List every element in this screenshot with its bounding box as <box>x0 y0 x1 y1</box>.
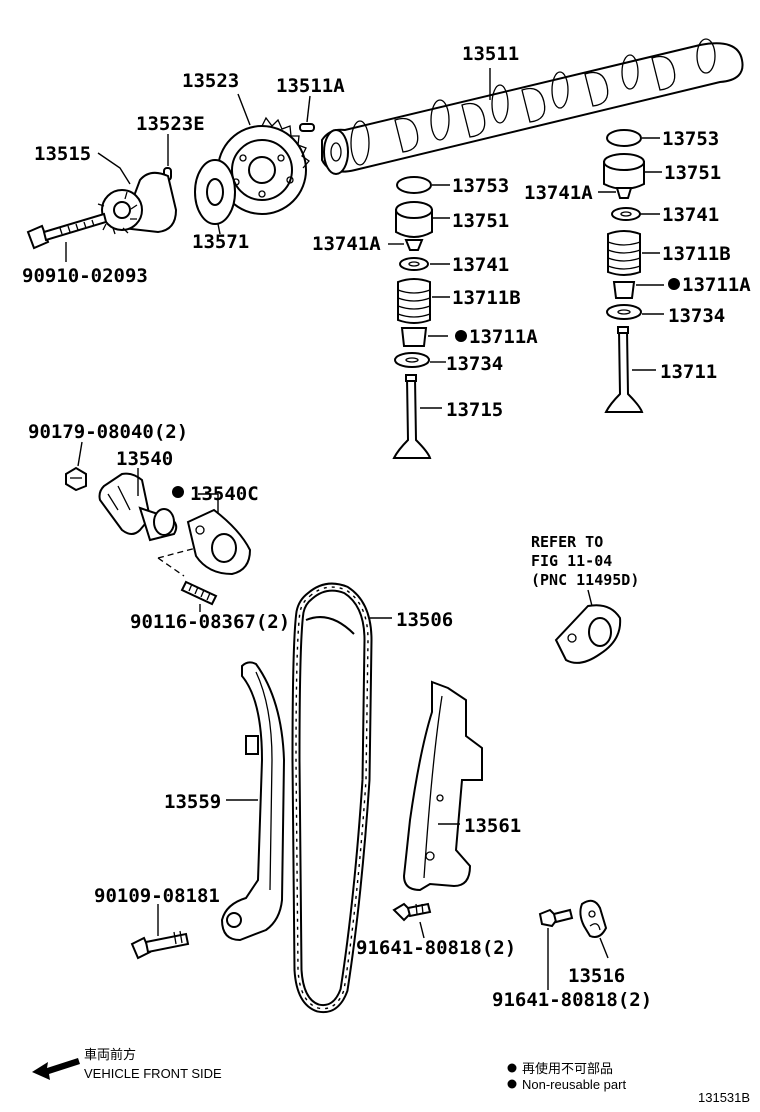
seat-13734-right[interactable] <box>606 304 642 320</box>
retainer-13741-right[interactable] <box>611 207 641 221</box>
timing-chain-13506[interactable] <box>291 582 373 1014</box>
lifter-13751-left[interactable] <box>395 201 433 238</box>
callout-13751-right: 13751 <box>664 162 721 184</box>
vehicle-front-arrow-icon <box>32 1058 80 1080</box>
callout-90116-08367: 90116-08367(2) <box>130 611 290 633</box>
stud-90116-08367[interactable] <box>180 580 218 606</box>
callout-91641-80818-a: 91641-80818(2) <box>356 937 516 959</box>
seat-13734-left[interactable] <box>394 352 430 368</box>
refer-line-1: REFER TO <box>531 533 603 551</box>
callout-13711b-right: 13711B <box>662 243 731 265</box>
callout-13734-right: 13734 <box>668 305 725 327</box>
figure-id: 131531B <box>698 1090 750 1105</box>
callout-13561: 13561 <box>464 815 521 837</box>
callout-13741-left: 13741 <box>452 254 509 276</box>
refer-line-2: FIG 11-04 <box>531 552 612 570</box>
callout-13741-right: 13741 <box>662 204 719 226</box>
bolt-91641-80818-a[interactable] <box>392 902 432 922</box>
callout-13751-left: 13751 <box>452 210 509 232</box>
callout-13741a-right: 13741A <box>524 182 593 204</box>
valve-stack-left <box>392 176 433 459</box>
non-reusable-mark-13711a-left <box>455 330 467 342</box>
callout-13540c: 13540C <box>190 483 259 505</box>
spring-13711b-left[interactable] <box>397 278 431 324</box>
callout-13523: 13523 <box>182 70 239 92</box>
callout-13711a-left: 13711A <box>469 326 538 348</box>
chain-guide-13559[interactable] <box>220 661 286 942</box>
callout-13516: 13516 <box>568 965 625 987</box>
callout-13511a: 13511A <box>276 75 345 97</box>
gasket-13540c[interactable] <box>186 508 252 576</box>
chain-guide-13561[interactable] <box>402 680 483 892</box>
valve-stack-right <box>603 129 645 413</box>
callout-90179-08040: 90179-08040(2) <box>28 421 188 443</box>
shim-13753-right[interactable] <box>606 129 642 147</box>
retainer-13741-left[interactable] <box>399 257 429 271</box>
gear-13515[interactable] <box>97 171 178 235</box>
callout-13506: 13506 <box>396 609 453 631</box>
callout-13753-left: 13753 <box>452 175 509 197</box>
callout-13523e: 13523E <box>136 113 205 135</box>
callout-13511: 13511 <box>462 43 519 65</box>
camshaft-13511[interactable] <box>321 38 744 175</box>
seal-13711a-left[interactable] <box>400 327 428 347</box>
callout-90910-02093: 90910-02093 <box>22 265 148 287</box>
callout-90109-08181: 90109-08181 <box>94 885 220 907</box>
callout-13741a-left: 13741A <box>312 233 381 255</box>
vehicle-front-en: VEHICLE FRONT SIDE <box>84 1066 222 1081</box>
callout-13711: 13711 <box>660 361 717 383</box>
valve-13711[interactable] <box>604 326 644 413</box>
callout-13711b-left: 13711B <box>452 287 521 309</box>
damper-13516[interactable] <box>579 899 608 938</box>
callout-13711a-right: 13711A <box>682 274 751 296</box>
legend-en: Non-reusable part <box>522 1077 626 1092</box>
legend-dot-jp <box>507 1063 517 1073</box>
knock-pin-13511a[interactable] <box>299 123 315 132</box>
lifter-13751-right[interactable] <box>603 153 645 190</box>
callout-13540: 13540 <box>116 448 173 470</box>
bolt-91641-80818-b[interactable] <box>538 908 574 928</box>
keeper-13741a-right[interactable] <box>615 187 633 199</box>
callout-13753-right: 13753 <box>662 128 719 150</box>
non-reusable-mark-13540c <box>172 486 184 498</box>
callout-91641-80818-b: 91641-80818(2) <box>492 989 652 1011</box>
keeper-13741a-left[interactable] <box>404 239 424 251</box>
legend-dot-en <box>507 1079 517 1089</box>
seal-13711a-right[interactable] <box>612 281 636 299</box>
shim-13753-left[interactable] <box>396 176 432 194</box>
legend-jp: 再使用不可部品 <box>522 1061 613 1076</box>
callout-13515: 13515 <box>34 143 91 165</box>
refer-line-3: (PNC 11495D) <box>531 571 639 589</box>
plate-13571[interactable] <box>194 159 236 225</box>
alignment-dashes <box>157 547 197 577</box>
spring-13711b-right[interactable] <box>607 230 641 276</box>
vehicle-front-jp: 車両前方 <box>84 1047 136 1062</box>
valve-13715[interactable] <box>392 374 432 459</box>
callout-13715: 13715 <box>446 399 503 421</box>
bolt-90179-08040[interactable] <box>65 466 87 492</box>
callout-13559: 13559 <box>164 791 221 813</box>
bolt-90910-02093[interactable] <box>26 212 108 250</box>
bolt-90109-08181[interactable] <box>130 930 190 960</box>
callout-13734-left: 13734 <box>446 353 503 375</box>
callout-13571: 13571 <box>192 231 249 253</box>
non-reusable-mark-13711a-right <box>668 278 680 290</box>
gasket-refer-11495d[interactable] <box>554 604 622 664</box>
